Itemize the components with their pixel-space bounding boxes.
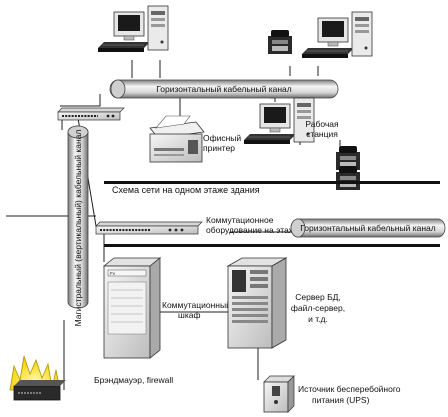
cabinet-label-line2: шкаф	[178, 310, 200, 320]
horizontal-channel-top-label: Горизонтальный кабельный канал	[156, 84, 291, 94]
server-label-line1: Сервер БД,	[295, 292, 341, 302]
floor-switch-lower	[95, 221, 203, 235]
office-printer-label-line2: принтер	[203, 143, 235, 153]
server	[226, 257, 288, 349]
floor-switch-upper	[57, 107, 125, 121]
firewall-label: Брэндмауэр, firewall	[94, 375, 173, 385]
computer-icon	[301, 11, 373, 59]
office-printer-label-line1: Офисный	[203, 133, 241, 143]
firewall	[9, 355, 66, 401]
workstation-label-line2: станция	[306, 129, 338, 139]
switching-equipment-label-line2: оборудование на этаже	[206, 225, 299, 235]
cabinet-label-line1: Коммутационный	[162, 300, 231, 310]
ups-label-line2: питания (UPS)	[312, 395, 370, 405]
office-printer: Офисный принтер	[149, 115, 241, 163]
floor-separator-top	[104, 181, 440, 184]
backbone-vertical-channel: Магистральный (вертикальный) кабельный к…	[67, 125, 89, 327]
switching-equipment-label-line1: Коммутационное	[206, 215, 274, 225]
server-label-line2: файл-сервер,	[291, 303, 345, 313]
workstation-top-left	[97, 5, 169, 53]
computer-icon	[97, 5, 169, 53]
backbone-channel-label: Магистральный (вертикальный) кабельный к…	[73, 130, 83, 327]
ups-label-line1: Источник бесперебойного	[298, 384, 401, 394]
switching-cabinet: Fv	[102, 257, 162, 359]
phone-icon	[336, 166, 360, 190]
floor-scheme-caption: Схема сети на одном этаже здания	[112, 185, 260, 195]
horizontal-channel-bottom-label: Горизонтальный кабельный канал	[300, 223, 435, 233]
phone-icon	[268, 30, 292, 54]
workstation-middle	[243, 97, 360, 190]
server-label-line3: и т.д.	[308, 314, 328, 324]
horizontal-cable-channel-bottom: Горизонтальный кабельный канал	[290, 218, 446, 238]
computer-icon	[243, 97, 315, 145]
ups	[263, 375, 295, 413]
svg-text:Fv: Fv	[110, 271, 116, 276]
workstation-top-right	[268, 11, 373, 59]
floor-separator-bottom	[104, 244, 440, 247]
horizontal-cable-channel-top: Горизонтальный кабельный канал	[109, 79, 339, 99]
workstation-label-line1: Рабочая	[305, 119, 339, 129]
